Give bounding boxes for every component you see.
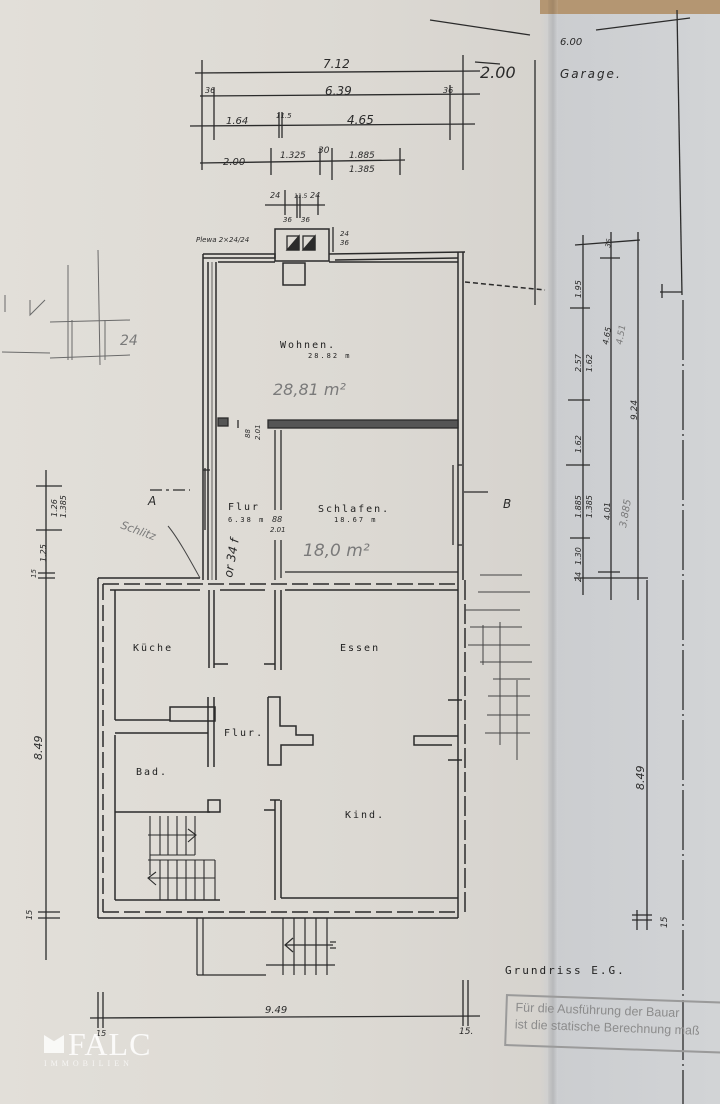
pencil-sketch: [1, 249, 131, 366]
dim-right-inner-2-pencil: 3.885: [618, 498, 634, 528]
dim-top-row4-d: 1.885: [349, 151, 375, 161]
dim-top-row4-a: 2.00: [223, 157, 245, 168]
lower-block-walls: [97, 577, 466, 919]
dim-garage-width: 2.00: [480, 63, 516, 82]
left-dimension-lines: [36, 470, 62, 960]
upper-block-walls: [202, 228, 546, 580]
room-kueche-label: Küche: [133, 643, 173, 654]
room-flur-upper-label: Flur: [228, 502, 260, 513]
dim-right-seg-d2: 1.385: [585, 495, 594, 518]
dim-left-wall-bottom: 15: [25, 910, 34, 920]
paper-fold: [548, 0, 558, 1104]
chimney-dimension-lines: [265, 190, 334, 252]
dim-right-seg-b: 2.57: [574, 353, 583, 372]
room-wohnen-area: 28.82 m: [308, 352, 352, 360]
staircase-inner: [147, 816, 216, 900]
dim-top-row4-c: 30: [318, 146, 330, 156]
dim-right-seg-c: 1.62: [574, 435, 583, 453]
room-schlafen-area-pencil: 18,0 m²: [303, 541, 370, 561]
dim-top-seg2: 11.5: [276, 112, 292, 120]
table-edge: [540, 0, 720, 14]
dim-left-seg-b: 1.25: [39, 544, 48, 562]
chimney-label: Plewa 2×24/24: [196, 236, 249, 244]
dim-top-row4-e: 1.385: [349, 165, 375, 175]
room-schlafen-label: Schlafen.: [318, 504, 390, 515]
room-flur-lower-label: Flur.: [224, 728, 264, 739]
room-wohnen-label: Wohnen.: [280, 340, 336, 351]
dim-right-inner-1-pencil: 4.51: [615, 324, 628, 345]
dim-right-seg-b2: 1.62: [585, 354, 594, 372]
dim-top-row4-b: 1.325: [280, 151, 306, 161]
section-b-label: B: [503, 497, 511, 511]
door-2-height: 2.01: [270, 526, 286, 534]
dim-top-wall-right: 36: [443, 86, 453, 95]
door-2-width: 88: [272, 515, 282, 524]
dim-right-seg-e: 1.30: [574, 547, 583, 565]
sketch-note: 24: [120, 333, 138, 349]
dim-top-seg3: 4.65: [347, 113, 374, 127]
dim-left-overall: 8.49: [32, 736, 45, 761]
top-dimension-lines: [189, 9, 691, 1104]
schlitz-note: Schlitz: [119, 519, 158, 544]
watermark-brand: FALC: [68, 1026, 152, 1062]
entrance-stairs: [196, 918, 336, 976]
drawing-title: Grundriss E.G.: [505, 964, 626, 977]
dim-top-wall-left: 36: [205, 86, 215, 95]
garage-dimension: 6.00: [560, 37, 582, 48]
chimney-dim-4: 36: [283, 216, 292, 224]
dim-right-wall-top: 36: [604, 238, 614, 249]
chimney-dim-5: 36: [301, 216, 310, 224]
room-bad-label: Bad.: [136, 767, 168, 778]
falc-logo-icon: [44, 1035, 64, 1053]
dim-right-wall-bottom: 24: [574, 572, 583, 582]
garage-label: Garage.: [560, 67, 622, 81]
chimney-offset-1: 24: [340, 230, 349, 238]
dim-right-overall: 9.24: [630, 400, 640, 420]
dim-top-seg1: 1.64: [226, 116, 248, 127]
dim-left-seg-a: 1.26: [50, 499, 59, 517]
room-kind-label: Kind.: [345, 810, 385, 821]
dim-right-seg-d: 1.885: [574, 495, 583, 518]
right-dimension-lines: [566, 232, 652, 930]
flur-pencil-note: or 34 f: [221, 536, 242, 579]
approval-stamp: Für die Ausführung der Bauar ist die sta…: [504, 994, 720, 1054]
dim-right-lower: 8.49: [634, 766, 647, 791]
room-flur-upper-area: 6.38 m: [228, 516, 265, 524]
door-1-height: 2.01: [254, 424, 262, 440]
room-schlafen-area: 18.67 m: [334, 516, 378, 524]
dim-bottom-overall: 9.49: [265, 1005, 287, 1016]
chimney-dim-3: 24: [310, 191, 320, 200]
dim-right-seg-a: 1.95: [574, 280, 583, 298]
bottom-dimension-lines: [89, 980, 481, 1028]
flur-walls: [203, 430, 462, 580]
dim-top-inner: 6.39: [325, 84, 352, 98]
chimney-flues: [285, 234, 316, 251]
dim-right-inner-1: 4.65: [601, 326, 613, 345]
room-wohnen-area-pencil: 28,81 m²: [273, 380, 346, 399]
dim-right-inner-2: 4.01: [603, 502, 612, 520]
dim-left-wall: 15: [30, 569, 38, 578]
door-1-width: 88: [244, 429, 252, 438]
watermark-logo: FALC IMMOBILIEN: [44, 1026, 151, 1068]
bearing-wall: [217, 417, 459, 429]
dim-bottom-wall-right: 15.: [459, 1027, 473, 1037]
chimney-offset-2: 36: [340, 239, 349, 247]
chimney-dim-2: 11.5: [294, 193, 308, 200]
dim-bottom-wall-left: 15: [96, 1029, 106, 1038]
terrace-lines: [465, 574, 532, 760]
dim-left-seg-a2: 1.385: [59, 495, 68, 518]
schlitz-leader: [167, 525, 201, 579]
dim-top-overall: 7.12: [323, 57, 350, 71]
section-a-label: A: [147, 494, 156, 508]
chimney-dim-1: 24: [270, 191, 280, 200]
dim-right-lower-wall: 15: [660, 916, 670, 928]
room-essen-label: Essen: [340, 643, 380, 654]
watermark-sub: IMMOBILIEN: [44, 1059, 133, 1068]
